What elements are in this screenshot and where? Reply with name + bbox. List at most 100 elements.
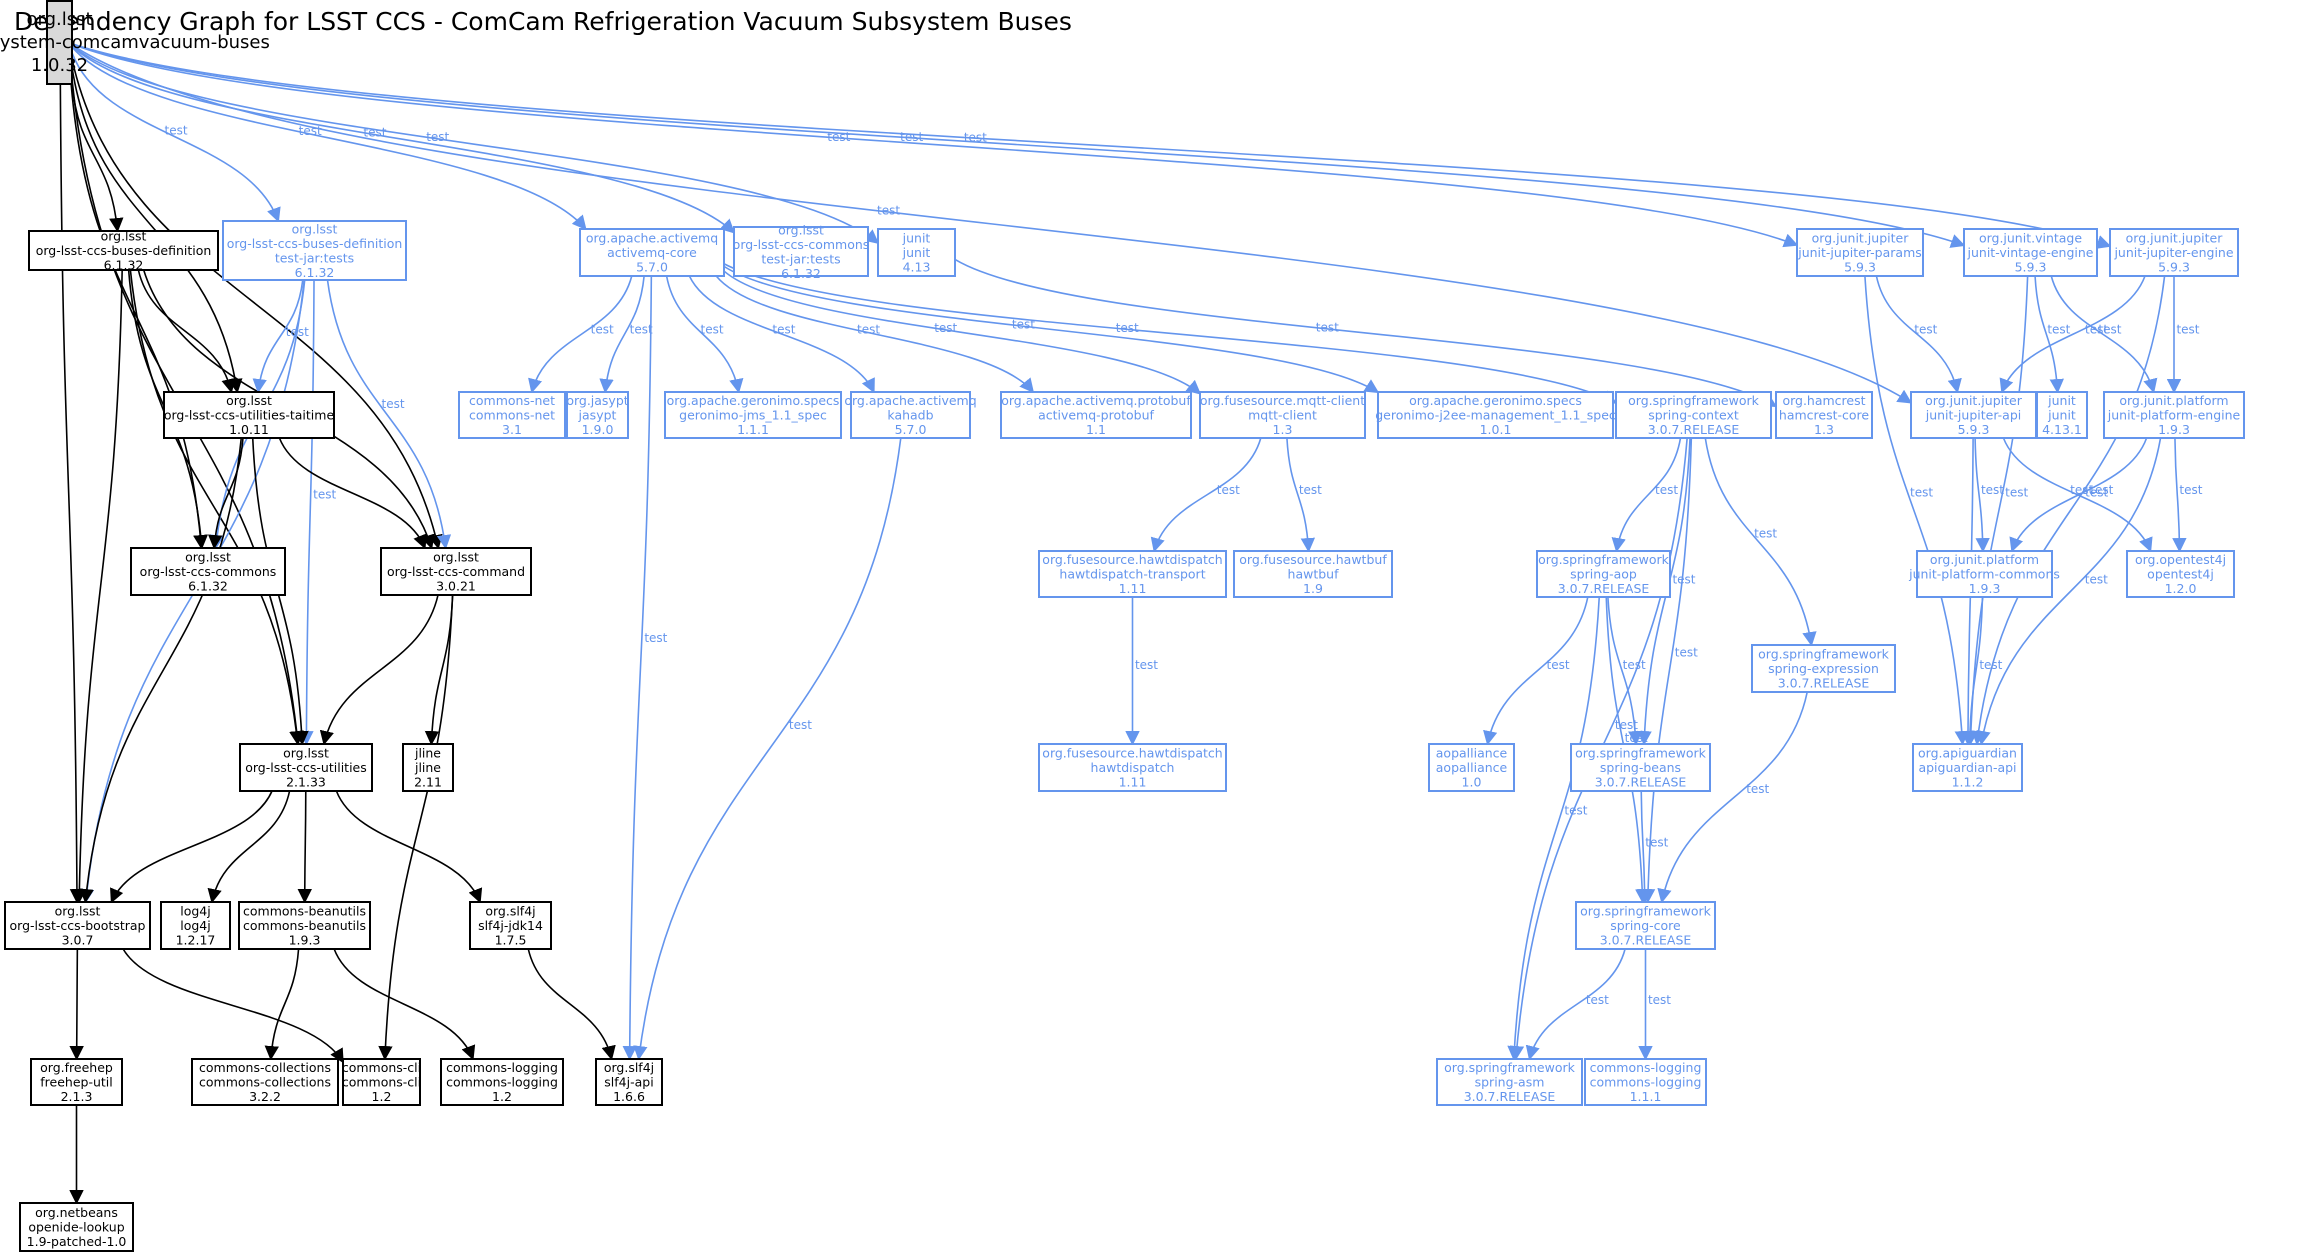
node-box-commonsnet: [458, 391, 566, 439]
node-label-commonstests-1: org-lsst-ccs-commons: [733, 237, 870, 252]
node-box-taitime: [163, 391, 335, 439]
node-label-apiguardian-0: org.apiguardian: [1918, 746, 2017, 761]
edge-label-jupapi-platcommons: test: [1981, 483, 2004, 497]
node-label-jdk14-2: 1.7.5: [495, 933, 527, 948]
node-label-protobuf-0: org.apache.activemq.protobuf: [1001, 393, 1191, 408]
edge-jdk14-slf4japi: [527, 948, 616, 1061]
node-box-asm: [1436, 1058, 1583, 1106]
edge-label-activemq-protobuf: test: [857, 323, 880, 337]
node-box-core: [1575, 901, 1716, 950]
edge-label-activemq-jms: test: [701, 323, 724, 337]
node-label-beans-0: org.springframework: [1575, 746, 1706, 761]
edge-busdef-utilities: [129, 269, 304, 746]
node-label-vintage-1: junit-vintage-engine: [1967, 245, 2094, 260]
node-label-core-0: org.springframework: [1580, 904, 1711, 919]
node-expression: org.springframeworkspring-expression3.0.…: [1751, 644, 1896, 693]
node-taitime: org.lsstorg-lsst-ccs-utilities-taitime1.…: [163, 391, 335, 439]
edge-label-activemq-commonsnet: test: [591, 323, 614, 337]
node-label-jasypt-2: 1.9.0: [582, 422, 614, 437]
edge-utilities-bootstrap: [110, 790, 273, 904]
node-label-commons-1: org-lsst-ccs-commons: [140, 564, 277, 579]
edge-kahadb-slf4japi: [633, 437, 902, 1061]
node-label-taitime-2: 1.0.11: [229, 422, 269, 437]
edge-label-vintage-junit4131: test: [2047, 323, 2070, 337]
node-label-platengine-1: junit-platform-engine: [2107, 408, 2241, 423]
node-label-beanutils-2: 1.9.3: [289, 933, 321, 948]
edge-params-jupapi: [1875, 275, 1962, 394]
node-box-log4j: [160, 901, 231, 950]
node-label-hdtransport-2: 1.11: [1119, 581, 1147, 596]
edge-activemq-mqtt: [723, 270, 1202, 395]
node-busdef: org.lsstorg-lsst-ccs-buses-definition6.1…: [28, 229, 219, 273]
node-label-jms-0: org.apache.geronimo.specs: [667, 393, 840, 408]
node-box-logging111: [1584, 1058, 1707, 1106]
node-label-bootstrap-0: org.lsst: [55, 904, 101, 919]
node-label-platengine-0: org.junit.platform: [2119, 393, 2228, 408]
node-label-command-1: org-lsst-ccs-command: [387, 564, 525, 579]
node-root: org.lsstorg-lsst-ccs-subsystem-comcamvac…: [0, 0, 270, 85]
edge-label-beans-core: test: [1645, 835, 1668, 849]
node-label-busdef-1: org-lsst-ccs-buses-definition: [36, 243, 212, 258]
node-label-junit4131-0: junit: [2047, 393, 2076, 408]
edge-activemq-jms: [665, 275, 744, 394]
node-label-collections-0: commons-collections: [199, 1060, 331, 1075]
edge-command-utilities: [319, 594, 439, 746]
edge-label-root-busdeftests: test: [165, 124, 188, 138]
node-label-j2ee-0: org.apache.geronimo.specs: [1409, 393, 1582, 408]
edge-label-context-beans: test: [1672, 572, 1695, 586]
node-box-cli: [342, 1058, 421, 1106]
node-asm: org.springframeworkspring-asm3.0.7.RELEA…: [1436, 1058, 1583, 1106]
node-protobuf: org.apache.activemq.protobufactivemq-pro…: [1000, 391, 1192, 439]
edge-beanutils-collections: [264, 948, 300, 1061]
node-label-jms-2: 1.1.1: [737, 422, 769, 437]
node-label-hawtdispatch-1: hawtdispatch: [1091, 760, 1175, 775]
node-label-jupengine-1: junit-jupiter-engine: [2113, 245, 2233, 260]
node-label-logging12-2: 1.2: [492, 1089, 512, 1104]
edge-label-activemq-slf4japi: test: [644, 631, 667, 645]
node-box-apiguardian: [1912, 743, 2023, 792]
edge-params-apiguardian: [1864, 275, 1969, 746]
node-label-jupengine-2: 5.9.3: [2158, 260, 2190, 275]
node-label-activemq-1: activemq-core: [607, 245, 697, 260]
edge-utilities-log4j: [207, 790, 291, 904]
edge-aop-beans: [1607, 596, 1643, 746]
node-box-beans: [1570, 743, 1711, 792]
node-box-netbeans: [19, 1202, 134, 1252]
node-label-platcommons-0: org.junit.platform: [1930, 552, 2039, 567]
node-label-cli-2: 1.2: [372, 1089, 392, 1104]
node-label-jline-1: jline: [414, 760, 441, 775]
node-box-busdef: [28, 230, 219, 271]
node-label-hawtdispatch-0: org.fusesource.hawtdispatch: [1042, 746, 1222, 761]
edge-label-busdeftests-command: test: [382, 397, 405, 411]
edge-bootstrap-cli: [122, 948, 344, 1064]
node-label-log4j-2: 1.2.17: [176, 933, 216, 948]
node-vintage: org.junit.vintagejunit-vintage-engine5.9…: [1963, 228, 2098, 277]
edge-label-activemq-mqtt: test: [934, 321, 957, 335]
node-label-collections-1: commons-collections: [199, 1075, 331, 1090]
edge-mqtt-hdtransport: [1150, 437, 1262, 553]
node-box-busdeftests: [222, 220, 407, 281]
edge-label-root-jupengine: test: [964, 130, 987, 144]
node-label-commonstests-2: test-jar:tests: [761, 251, 840, 266]
edge-taitime-bootstrap: [79, 437, 243, 904]
edge-root-taitime: [71, 66, 243, 394]
edge-label-aop-beans: test: [1623, 658, 1646, 672]
node-context: org.springframeworkspring-context3.0.7.R…: [1615, 391, 1772, 439]
node-j2ee: org.apache.geronimo.specsgeronimo-j2ee-m…: [1375, 391, 1616, 439]
node-label-activemq-2: 5.7.0: [636, 260, 668, 275]
node-box-logging12: [440, 1058, 564, 1106]
edge-label-context-expression: test: [1754, 527, 1777, 541]
node-params: org.junit.jupiterjunit-jupiter-params5.9…: [1796, 228, 1924, 277]
node-label-busdeftests-0: org.lsst: [292, 221, 338, 236]
node-label-commons-0: org.lsst: [185, 550, 231, 565]
node-label-freehep-2: 2.1.3: [61, 1089, 93, 1104]
node-label-expression-1: spring-expression: [1768, 661, 1879, 676]
